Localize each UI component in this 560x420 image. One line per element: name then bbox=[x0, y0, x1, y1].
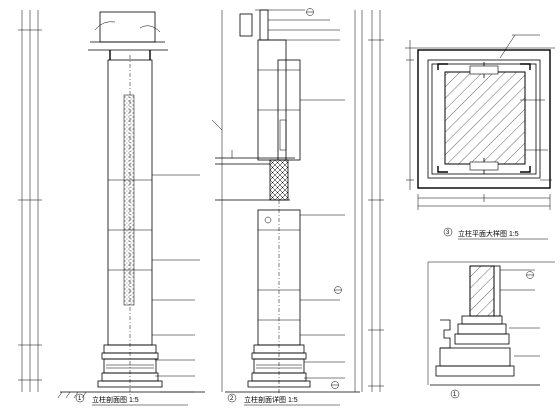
column-plan-detail bbox=[405, 34, 555, 210]
caption-elevation-a: 1 立柱剖面图 1:5 bbox=[75, 393, 188, 406]
column-elevation-left bbox=[18, 10, 205, 399]
svg-text:立柱剖面图 1:5: 立柱剖面图 1:5 bbox=[92, 395, 139, 404]
svg-text:2: 2 bbox=[230, 396, 234, 402]
svg-text:1: 1 bbox=[453, 392, 457, 398]
svg-text:立柱平面大样图 1:5: 立柱平面大样图 1:5 bbox=[458, 229, 519, 238]
caption-plan: 3 立柱平面大样图 1:5 bbox=[443, 227, 548, 240]
svg-text:1: 1 bbox=[78, 396, 82, 402]
base-section-detail: 1 bbox=[427, 261, 555, 399]
column-elevation-middle bbox=[211, 8, 363, 395]
dimension-column-right bbox=[368, 10, 384, 392]
caption-elevation-b: 2 立柱剖面详图 1:5 bbox=[227, 393, 340, 406]
svg-text:立柱剖面详图 1:5: 立柱剖面详图 1:5 bbox=[244, 395, 298, 404]
svg-text:3: 3 bbox=[446, 230, 450, 236]
